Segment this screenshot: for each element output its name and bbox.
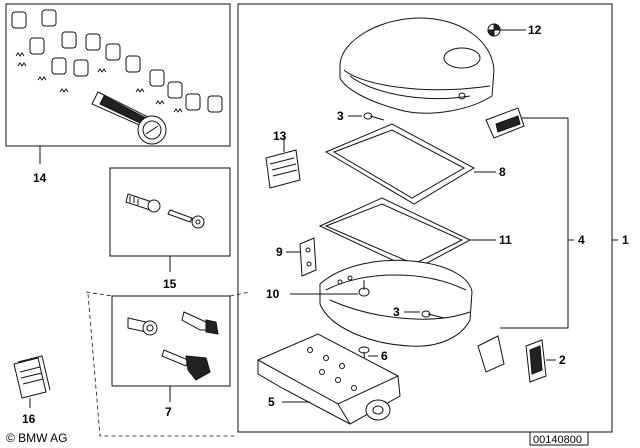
callout-8: 8 <box>499 165 506 179</box>
label-sheet-icon <box>265 149 301 189</box>
callout-14: 14 <box>33 171 47 185</box>
callout-6: 6 <box>381 349 388 363</box>
bmw-emblem-icon <box>487 23 501 37</box>
carrier-plate <box>257 333 401 425</box>
folding-key-icon <box>161 349 211 381</box>
screw-upper-icon <box>363 112 385 121</box>
lock-keys-group <box>111 295 231 387</box>
lock-barrel-icon <box>127 317 158 336</box>
callout-4: 4 <box>578 233 585 247</box>
callout-15: 15 <box>163 277 177 291</box>
topcase-lid <box>339 17 495 114</box>
hinge-bracket-icon <box>299 237 317 277</box>
key-icon <box>167 209 205 229</box>
latch-icon <box>477 335 547 383</box>
lock-set-group <box>5 3 231 147</box>
callout-7: 7 <box>165 405 172 419</box>
callout-11: 11 <box>499 233 512 247</box>
lock-key-group <box>109 167 231 257</box>
callout-3-upper: 3 <box>337 109 344 123</box>
screw-bolt-icon <box>358 280 370 297</box>
callout-16: 16 <box>22 412 36 426</box>
lock-set-frame <box>5 3 231 147</box>
callout-13: 13 <box>273 129 287 143</box>
topcase-base <box>319 259 473 347</box>
callout-12: 12 <box>528 23 542 37</box>
flat-key-icon <box>181 311 219 335</box>
callout-1: 1 <box>622 233 629 247</box>
dashed-link-outline <box>85 291 251 437</box>
callout-2: 2 <box>559 353 566 367</box>
small-lock-icon <box>125 193 161 213</box>
callout-3-lower: 3 <box>393 305 400 319</box>
key-cover-pieces <box>11 9 223 113</box>
callout-9: 9 <box>276 245 283 259</box>
screw-lower-icon <box>421 310 445 319</box>
springs <box>15 52 183 113</box>
lock-cylinder-icon <box>91 91 167 145</box>
copyright-text: © BMW AG <box>6 431 68 445</box>
inner-mat <box>318 197 472 271</box>
callout-10: 10 <box>266 287 280 301</box>
callout-5: 5 <box>268 395 275 409</box>
lid-seal <box>324 123 476 205</box>
diagram-number-box <box>529 431 589 446</box>
lock-keys-frame <box>111 295 231 387</box>
topcase-frame <box>237 3 613 433</box>
hinge-cover <box>485 107 525 139</box>
manual-book-icon <box>13 355 51 399</box>
diagram-number: 00140800 <box>533 434 582 446</box>
